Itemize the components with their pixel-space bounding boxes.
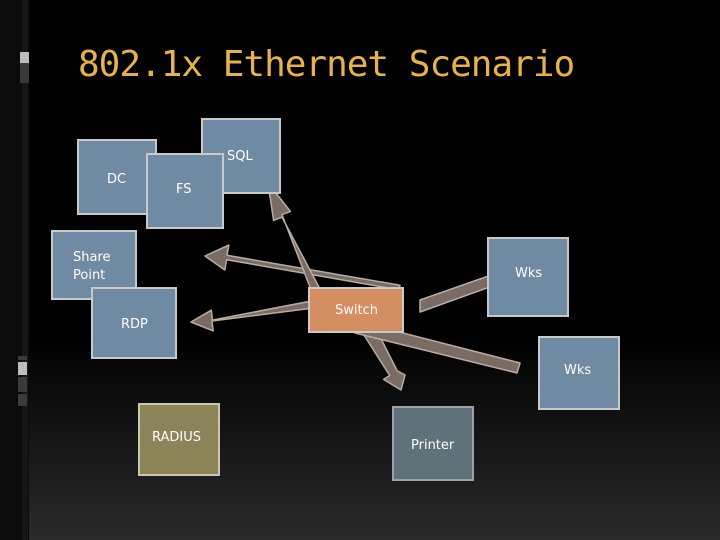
- arrow-to-sharepoint: [204, 244, 401, 291]
- decor-square: [18, 362, 27, 375]
- title-marker-light: [20, 52, 29, 63]
- sql-server-box: SQL: [201, 118, 281, 194]
- domain-controller-box: DC: [77, 139, 157, 215]
- decor-square: [18, 394, 27, 406]
- switch-box: Switch: [308, 287, 404, 333]
- left-decor-line: [22, 0, 28, 540]
- workstation-box-top: Wks: [487, 237, 569, 317]
- file-server-box: FS: [146, 153, 224, 229]
- rdp-label: RDP: [121, 317, 148, 332]
- wks-bottom-label: Wks: [564, 363, 592, 378]
- rdp-server-box: RDP: [91, 287, 177, 359]
- fs-label: FS: [176, 182, 192, 197]
- printer-label: Printer: [411, 438, 455, 453]
- decor-square: [18, 356, 27, 360]
- switch-label: Switch: [335, 303, 378, 318]
- printer-box: Printer: [392, 406, 474, 481]
- wks-top-label: Wks: [515, 266, 543, 281]
- sharepoint-label-line2: Point: [73, 268, 106, 283]
- sql-label: SQL: [227, 149, 253, 164]
- sharepoint-label-line1: Share: [73, 250, 111, 265]
- radius-label: RADIUS: [152, 430, 202, 445]
- slide-title: 802.1x Ethernet Scenario: [78, 44, 575, 85]
- dc-label: DC: [107, 172, 127, 187]
- decor-square: [18, 377, 27, 392]
- radius-server-box: RADIUS: [138, 403, 220, 476]
- workstation-box-bottom: Wks: [538, 336, 620, 410]
- title-marker-dark: [20, 63, 29, 83]
